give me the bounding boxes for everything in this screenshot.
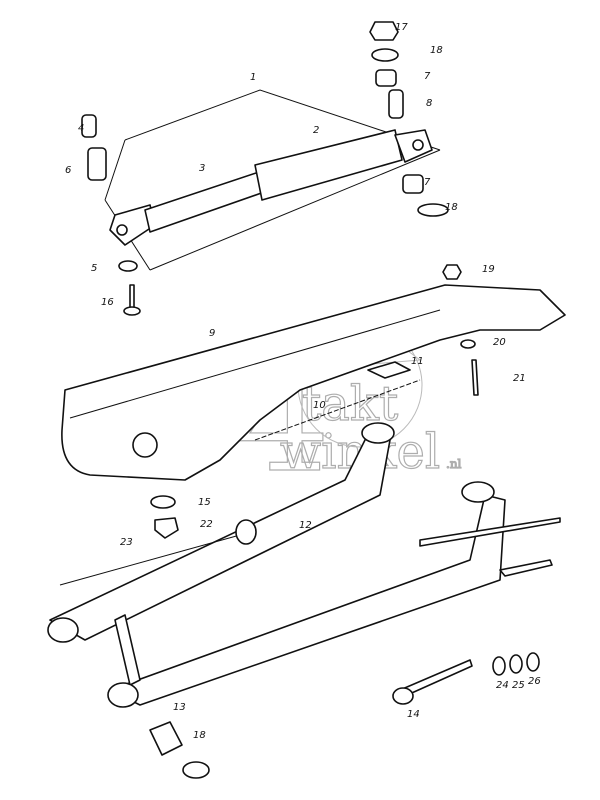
callout-15: 15 [198,497,211,508]
callout-16: 16 [101,297,114,308]
callout-26: 26 [528,676,541,687]
callout-4: 4 [78,123,84,134]
callout-10: 10 [313,400,326,411]
chain-guard [61,284,566,481]
callout-23: 23 [120,537,133,548]
callout-2: 2 [313,125,319,136]
callout-18: 18 [430,45,443,56]
assembly-bracket-line [104,89,441,271]
callout-1: 1 [250,72,256,83]
callout-3: 3 [199,163,205,174]
callout-7: 7 [424,177,431,188]
callout-19: 19 [482,264,495,275]
callout-18: 18 [445,202,458,213]
callout-7: 7 [424,71,431,82]
callout-13: 13 [173,702,186,713]
callout-22: 22 [200,519,213,530]
callout-5: 5 [91,263,97,274]
callout-14: 14 [407,709,420,720]
callout-24: 24 [496,680,509,691]
small-parts-bottom [59,495,540,779]
callout-6: 6 [65,165,71,176]
callout-12: 12 [299,520,312,531]
small-parts-top [81,21,449,316]
callout-25: 25 [512,680,525,691]
callout-21: 21 [513,373,526,384]
callout-8: 8 [426,98,432,109]
small-parts-mid [254,264,479,441]
chain-guard-hole [132,432,158,458]
swing-arm [47,422,561,708]
chain-guard-edge [69,309,441,419]
watermark-suffix: .nl [446,457,462,471]
callout-20: 20 [493,337,506,348]
callout-9: 9 [209,328,215,339]
callout-17: 17 [395,22,408,33]
callout-11: 11 [411,356,424,367]
callout-18: 18 [193,730,206,741]
shock-absorber [109,129,433,246]
